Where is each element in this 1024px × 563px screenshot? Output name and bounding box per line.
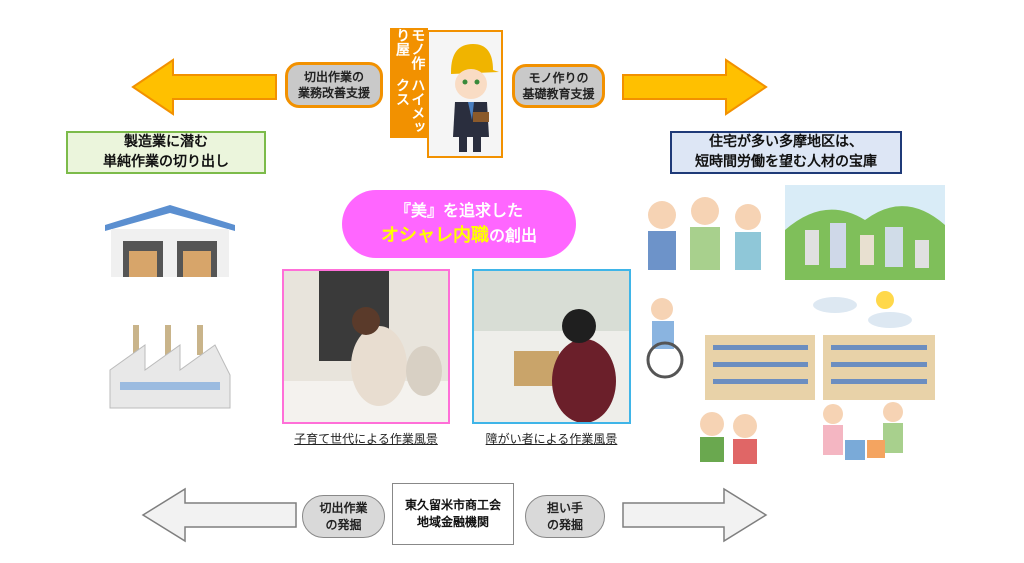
company-label-line1: モノ作り屋 <box>394 28 426 70</box>
pill-line: の発掘 <box>325 517 362 532</box>
warehouse-icon <box>105 205 235 277</box>
pill-line: 切出作業の <box>303 69 364 84</box>
banner-highlight: オシャレ内職 <box>380 224 489 246</box>
photo-caption-parent: 子育て世代による作業風景 <box>294 432 438 446</box>
task-discovery-pill: 切出作業の発掘 <box>302 495 385 538</box>
right-arrow-gray <box>622 487 768 543</box>
box-line: 地域金融機関 <box>416 515 489 529</box>
left-arrow-yellow <box>131 58 277 116</box>
family-stroller-illustration <box>823 402 903 460</box>
right-arrow-yellow <box>622 58 768 116</box>
pill-line: 担い手 <box>546 501 583 516</box>
city-landscape-illustration <box>785 185 945 280</box>
photo-parent-working <box>282 269 450 424</box>
box-line: 短時間労働を望む人材の宝庫 <box>695 153 877 170</box>
pill-line: 業務改善支援 <box>297 86 370 100</box>
company-label-line2: ハイメックス <box>394 78 426 134</box>
business-improvement-support-pill: 切出作業の業務改善支援 <box>285 62 383 108</box>
pill-line: 切出作業 <box>319 501 368 516</box>
apartment-buildings-illustration <box>705 291 935 400</box>
worker-discovery-pill: 担い手の発掘 <box>525 495 605 538</box>
photo-caption-disabled: 障がい者による作業風景 <box>485 432 618 446</box>
banner-rest: の創出 <box>488 225 537 245</box>
basic-education-support-pill: モノ作りの基礎教育支援 <box>512 64 605 108</box>
pill-line: モノ作りの <box>528 70 589 85</box>
box-line: 東久留米市商工会 <box>404 498 501 513</box>
company-label: モノ作り屋 ハイメックス <box>390 28 428 138</box>
elderly-couple-illustration <box>700 412 757 464</box>
left-arrow-gray <box>141 487 297 543</box>
box-line: 製造業に潜む <box>124 133 208 150</box>
pill-line: の発掘 <box>546 517 583 532</box>
pill-line: 基礎教育支援 <box>522 87 595 101</box>
center-banner: 『美』を追求した オシャレ内職の創出 <box>342 190 576 258</box>
manufacturing-task-box: 製造業に潜む単純作業の切り出し <box>66 131 266 174</box>
wheelchair-user-illustration <box>646 298 684 379</box>
banner-line1: 『美』を追求した <box>394 201 523 221</box>
factory-icon <box>109 325 231 409</box>
chamber-of-commerce-box: 東久留米市商工会地域金融機関 <box>392 483 514 545</box>
box-line: 単純作業の切り出し <box>103 153 229 170</box>
character-illustration <box>427 30 503 158</box>
box-line: 住宅が多い多摩地区は、 <box>709 133 863 150</box>
people-illustration <box>648 197 761 270</box>
photo-disabled-working <box>472 269 631 424</box>
tama-workforce-box: 住宅が多い多摩地区は、短時間労働を望む人材の宝庫 <box>670 131 902 174</box>
